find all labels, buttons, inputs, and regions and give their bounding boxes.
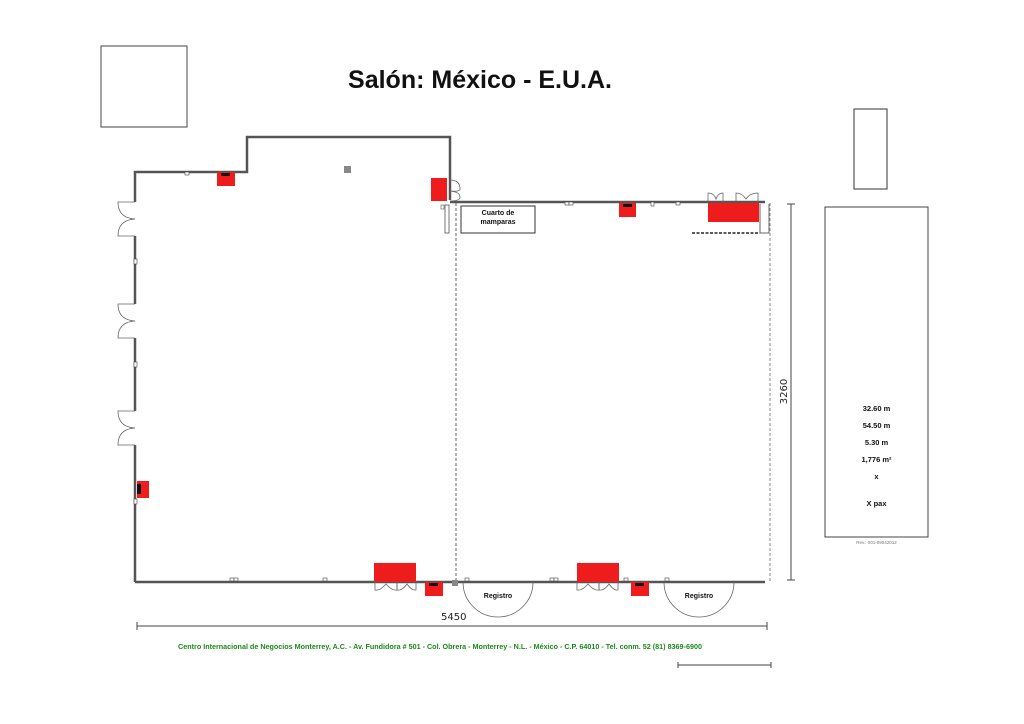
info-width: 32.60 m [862,404,891,413]
page-title: Salón: México - E.U.A. [348,66,612,94]
partition-room-label-line2: mamparas [480,219,516,226]
info-capacity: x [874,472,879,481]
dimension-height [787,203,795,581]
registration-left-label: Registro [483,593,513,600]
column [452,580,458,586]
outlets [133,171,681,582]
corner-door[interactable] [449,179,461,202]
top-right-doors[interactable] [707,192,759,202]
column-post [444,204,450,234]
width-dimension-label: 5450 [441,612,467,623]
emergency-markers [137,172,759,596]
revision-label: Rev.: 001-09042012 [856,540,897,545]
info-pax: X pax [866,499,887,508]
registration-left-area[interactable] [462,581,534,618]
outlet [440,204,445,210]
service-bracket [759,204,770,234]
bottom-doors[interactable] [374,582,619,591]
scale-bar [677,662,772,668]
info-panel-box [824,206,929,538]
registration-right-area[interactable] [663,581,735,618]
key-plan-box [853,108,888,190]
height-dimension-label: 3260 [779,378,791,405]
left-doors[interactable] [117,201,137,446]
info-length: 54.50 m [862,421,891,430]
footer-address: Centro Internacional de Negocios Monterr… [178,642,702,651]
partition-room-label: Cuarto de mamparas [461,209,535,227]
column [344,166,351,173]
logo-box [100,45,188,128]
walls [133,135,765,584]
info-height: 5.30 m [864,438,889,447]
dimension-width [136,622,768,630]
info-area: 1,776 m² [861,455,892,464]
partition-room-label-line1: Cuarto de [481,210,515,217]
partition-room [460,205,536,234]
fire-extinguisher-icons [137,173,644,586]
registration-right-label: Registro [684,593,714,600]
